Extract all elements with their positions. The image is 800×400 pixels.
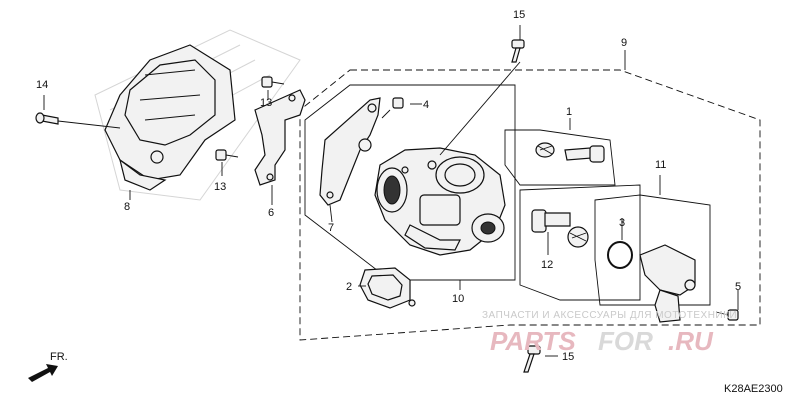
throttle-body-part-10[interactable] — [374, 147, 506, 256]
watermark-brand-ru: .RU — [668, 326, 714, 356]
bolt-part-15-lower[interactable] — [523, 345, 541, 373]
callout-14: 14 — [36, 79, 48, 91]
callout-labels: 14 8 13 13 6 7 4 15 9 1 11 3 12 2 10 5 1… — [36, 9, 741, 363]
bolt-part-13-upper[interactable] — [261, 76, 285, 88]
callout-1: 1 — [566, 106, 572, 118]
sensor-part-11[interactable] — [639, 244, 696, 323]
assembly-1-outline — [504, 129, 616, 186]
o-ring-part-3[interactable] — [607, 241, 633, 269]
bolt-part-5[interactable] — [715, 309, 739, 321]
watermark-brand-parts: PARTS — [490, 326, 576, 356]
bolt-part-15-upper[interactable] — [511, 39, 525, 63]
direction-label: FR. — [50, 351, 68, 363]
diagram-code: K28AE2300 — [724, 383, 783, 395]
assembly-10-outline — [304, 84, 516, 281]
callout-5: 5 — [735, 281, 741, 293]
callout-3: 3 — [619, 217, 625, 229]
callout-6: 6 — [268, 207, 274, 219]
site-watermark: ЗАПЧАСТИ И АКСЕССУАРЫ ДЛЯ МОТОТЕХНИКИ PA… — [482, 310, 737, 356]
callout-4: 4 — [423, 99, 429, 111]
plunger-part-12[interactable] — [531, 209, 589, 248]
callout-15-lower: 15 — [562, 351, 574, 363]
bolt-part-4[interactable] — [381, 97, 404, 119]
callout-9: 9 — [621, 37, 627, 49]
front-direction-arrow-icon: FR. — [28, 351, 68, 382]
gasket-part-2[interactable] — [359, 267, 416, 309]
plate-part-7[interactable] — [319, 97, 381, 206]
watermark-brand-for: FOR — [598, 326, 653, 356]
screw-set-part-1[interactable] — [535, 142, 605, 163]
callout-11: 11 — [655, 159, 666, 171]
bolt-part-14[interactable] — [35, 112, 59, 125]
assembly-12-outline — [519, 184, 641, 301]
watermark-caption: ЗАПЧАСТИ И АКСЕССУАРЫ ДЛЯ МОТОТЕХНИКИ — [482, 310, 737, 321]
callout-8: 8 — [124, 201, 130, 213]
callout-10: 10 — [452, 293, 464, 305]
bracket-part-6[interactable] — [254, 89, 306, 186]
bolt-part-13-lower[interactable] — [215, 149, 239, 161]
callout-2: 2 — [346, 281, 352, 293]
assembly-9-dashed-outline — [299, 69, 761, 341]
callout-13-lower: 13 — [214, 181, 226, 193]
callout-15-upper: 15 — [513, 9, 525, 21]
cover-part-8[interactable] — [104, 44, 236, 191]
callout-12: 12 — [541, 259, 553, 271]
callout-13-upper: 13 — [260, 97, 272, 109]
callout-7: 7 — [328, 222, 334, 234]
leader-lines — [43, 25, 739, 357]
